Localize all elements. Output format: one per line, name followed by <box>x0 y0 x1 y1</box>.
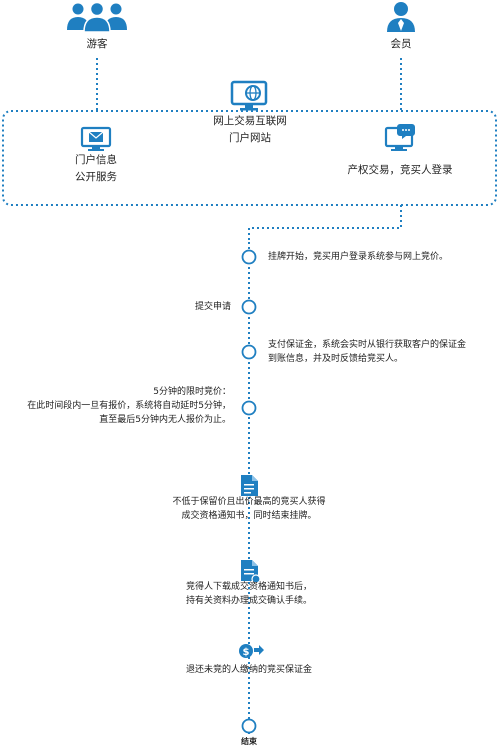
step-5-line1: 不低于保留价且出价最高的竞买人获得 <box>172 497 326 507</box>
step-6-text: 竞得人下载成交资格通知书后， 持有关资料办理成交确认手续。 <box>99 580 399 608</box>
monitor-chat-icon <box>384 124 415 151</box>
step-6-line2: 持有关资料办理成交确认手续。 <box>185 596 312 606</box>
step-4-line2: 在此时间段内一旦有报价，系统将自动延时5分钟， <box>27 401 231 411</box>
timeline-node-4 <box>241 400 257 416</box>
users-group-icon <box>67 1 127 33</box>
step-4-line3: 直至最后5分钟内无人报价为止。 <box>99 415 231 425</box>
step-1-text: 挂牌开始，竞买用户登录系统参与网上竞价。 <box>268 252 449 262</box>
timeline-node-1 <box>241 249 257 265</box>
portal-title: 网上交易互联网 门户网站 <box>190 113 310 147</box>
step-4-line1: 5分钟的限时竞价： <box>153 387 231 397</box>
step-7-text: 退还未竞的人缴纳的竞买保证金 <box>185 665 312 675</box>
document-download-icon <box>241 560 261 584</box>
timeline-node-2 <box>241 299 257 315</box>
timeline-node-3 <box>241 344 257 360</box>
document-icon <box>241 475 258 496</box>
svg-text:$: $ <box>243 647 250 658</box>
portal-left-label: 门户信息 公开服务 <box>46 152 146 186</box>
timeline-node-end <box>241 718 257 734</box>
portal-left-line1: 门户信息 <box>75 154 117 166</box>
monitor-mail-icon <box>80 126 112 151</box>
step-5-text: 不低于保留价且出价最高的竞买人获得 成交资格通知书，同时结束挂牌。 <box>99 495 399 523</box>
portal-left-line2: 公开服务 <box>75 171 117 183</box>
user-icon <box>387 2 415 32</box>
portal-title-line2: 门户网站 <box>229 132 271 144</box>
portal-right-label: 产权交易，竞买人登录 <box>347 164 453 176</box>
end-label: 结束 <box>241 737 257 746</box>
step-3-line1: 支付保证金，系统会实时从银行获取客户的保证金 <box>268 340 467 350</box>
monitor-globe-icon <box>230 80 268 111</box>
step-5-line2: 成交资格通知书，同时结束挂牌。 <box>181 511 317 521</box>
step-2-text: 提交申请 <box>194 302 231 312</box>
step-6-line1: 竞得人下载成交资格通知书后， <box>185 582 312 592</box>
visitor-label: 游客 <box>86 38 108 50</box>
member-label: 会员 <box>390 38 412 50</box>
portal-title-line1: 网上交易互联网 <box>213 115 287 127</box>
money-transfer-icon: $ <box>239 644 264 658</box>
step-4-text: 5分钟的限时竞价： 在此时间段内一旦有报价，系统将自动延时5分钟， 直至最后5分… <box>27 385 231 427</box>
step-3-text: 支付保证金，系统会实时从银行获取客户的保证金 到账信息，并及时反馈给竞买人。 <box>268 338 466 366</box>
box-to-timeline-connector <box>248 205 402 242</box>
step-3-line2: 到账信息，并及时反馈给竞买人。 <box>268 354 404 364</box>
